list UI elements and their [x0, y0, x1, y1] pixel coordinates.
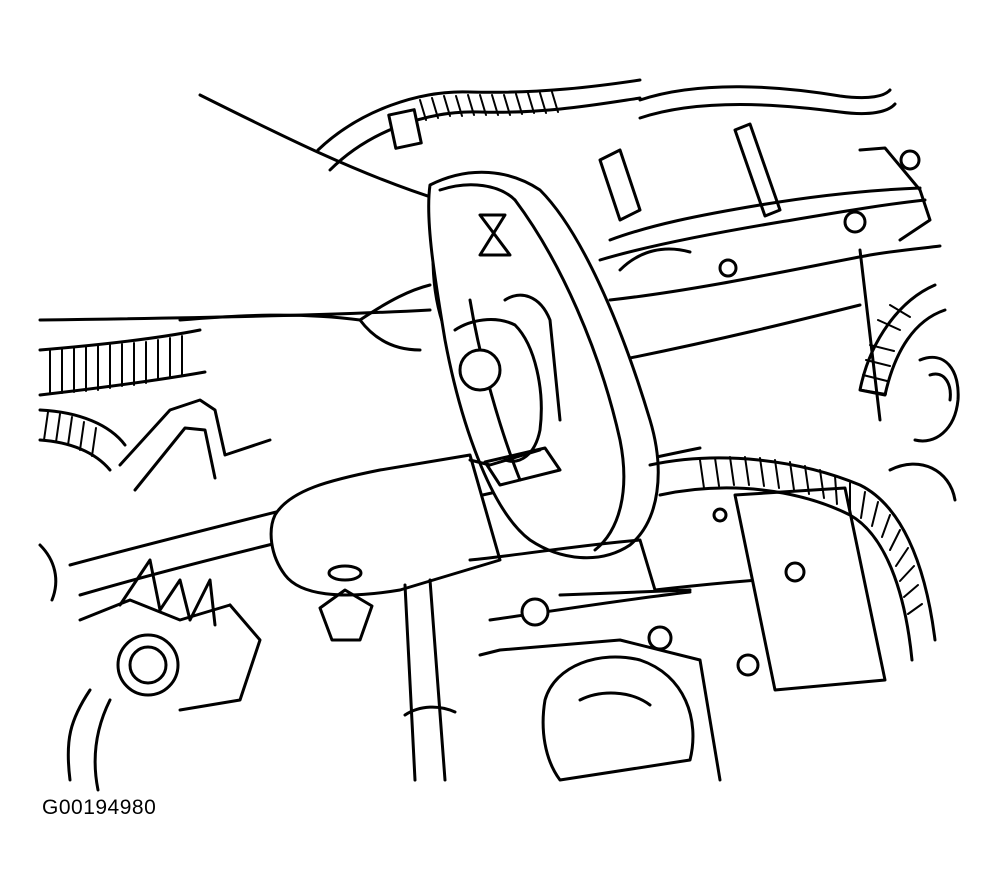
- lock-housing: [429, 172, 659, 557]
- left-wiring-harness: [40, 330, 270, 490]
- lower-column-housing: [271, 455, 500, 780]
- lower-left-bracket: [40, 545, 260, 790]
- lower-center-bracket: [470, 540, 790, 780]
- figure-id-label: G00194980: [42, 796, 157, 819]
- upper-mounting-bracket: [600, 124, 930, 276]
- right-mounting-plate: [714, 488, 885, 690]
- right-wiring-harness: [650, 285, 958, 660]
- upper-wiring-harness: [318, 80, 895, 170]
